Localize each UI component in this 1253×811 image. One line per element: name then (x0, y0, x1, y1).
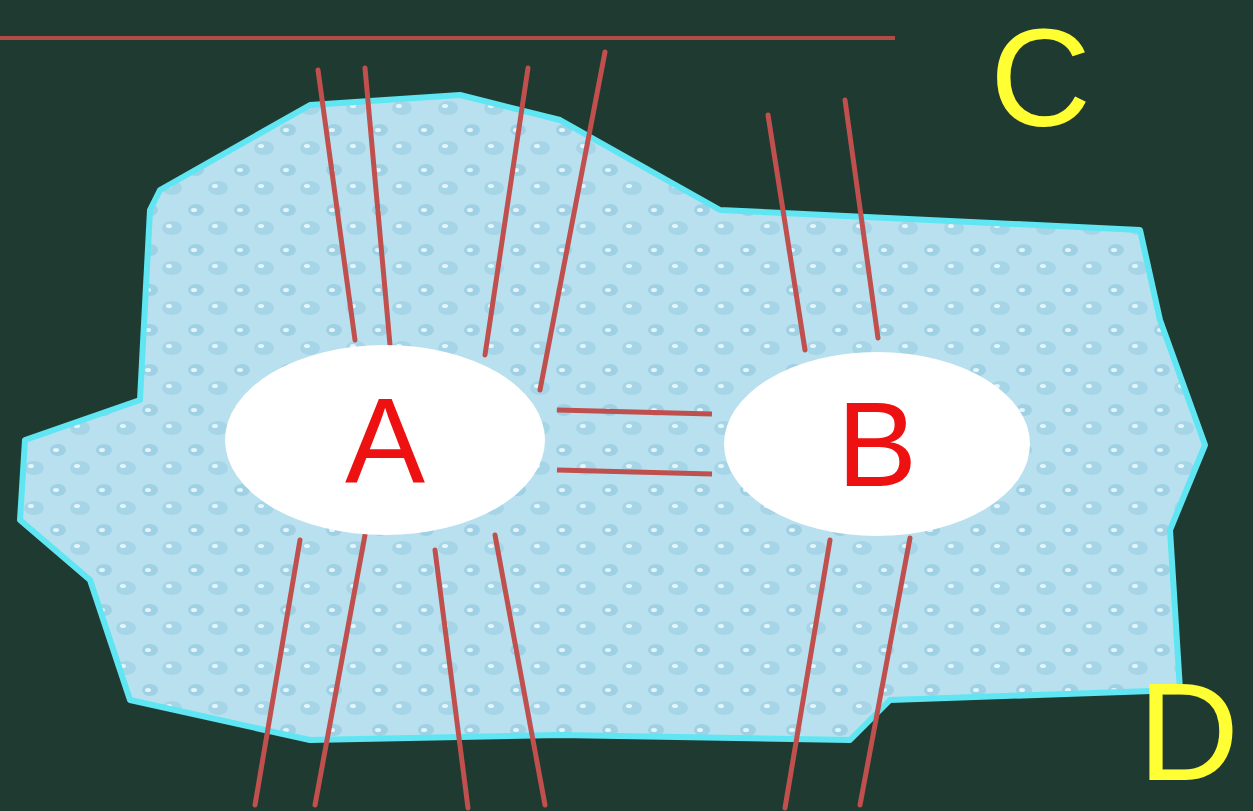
land-ellipse: A (225, 345, 545, 535)
bridge-connector (557, 410, 712, 414)
land-ellipse: B (724, 352, 1030, 536)
region-letter: C (990, 8, 1091, 148)
region-letter: D (1138, 662, 1239, 802)
title-rule (0, 36, 895, 40)
node-letter: A (345, 380, 425, 500)
land-region (20, 95, 1205, 740)
node-letter: B (837, 384, 917, 504)
bridge-connector (557, 470, 712, 474)
